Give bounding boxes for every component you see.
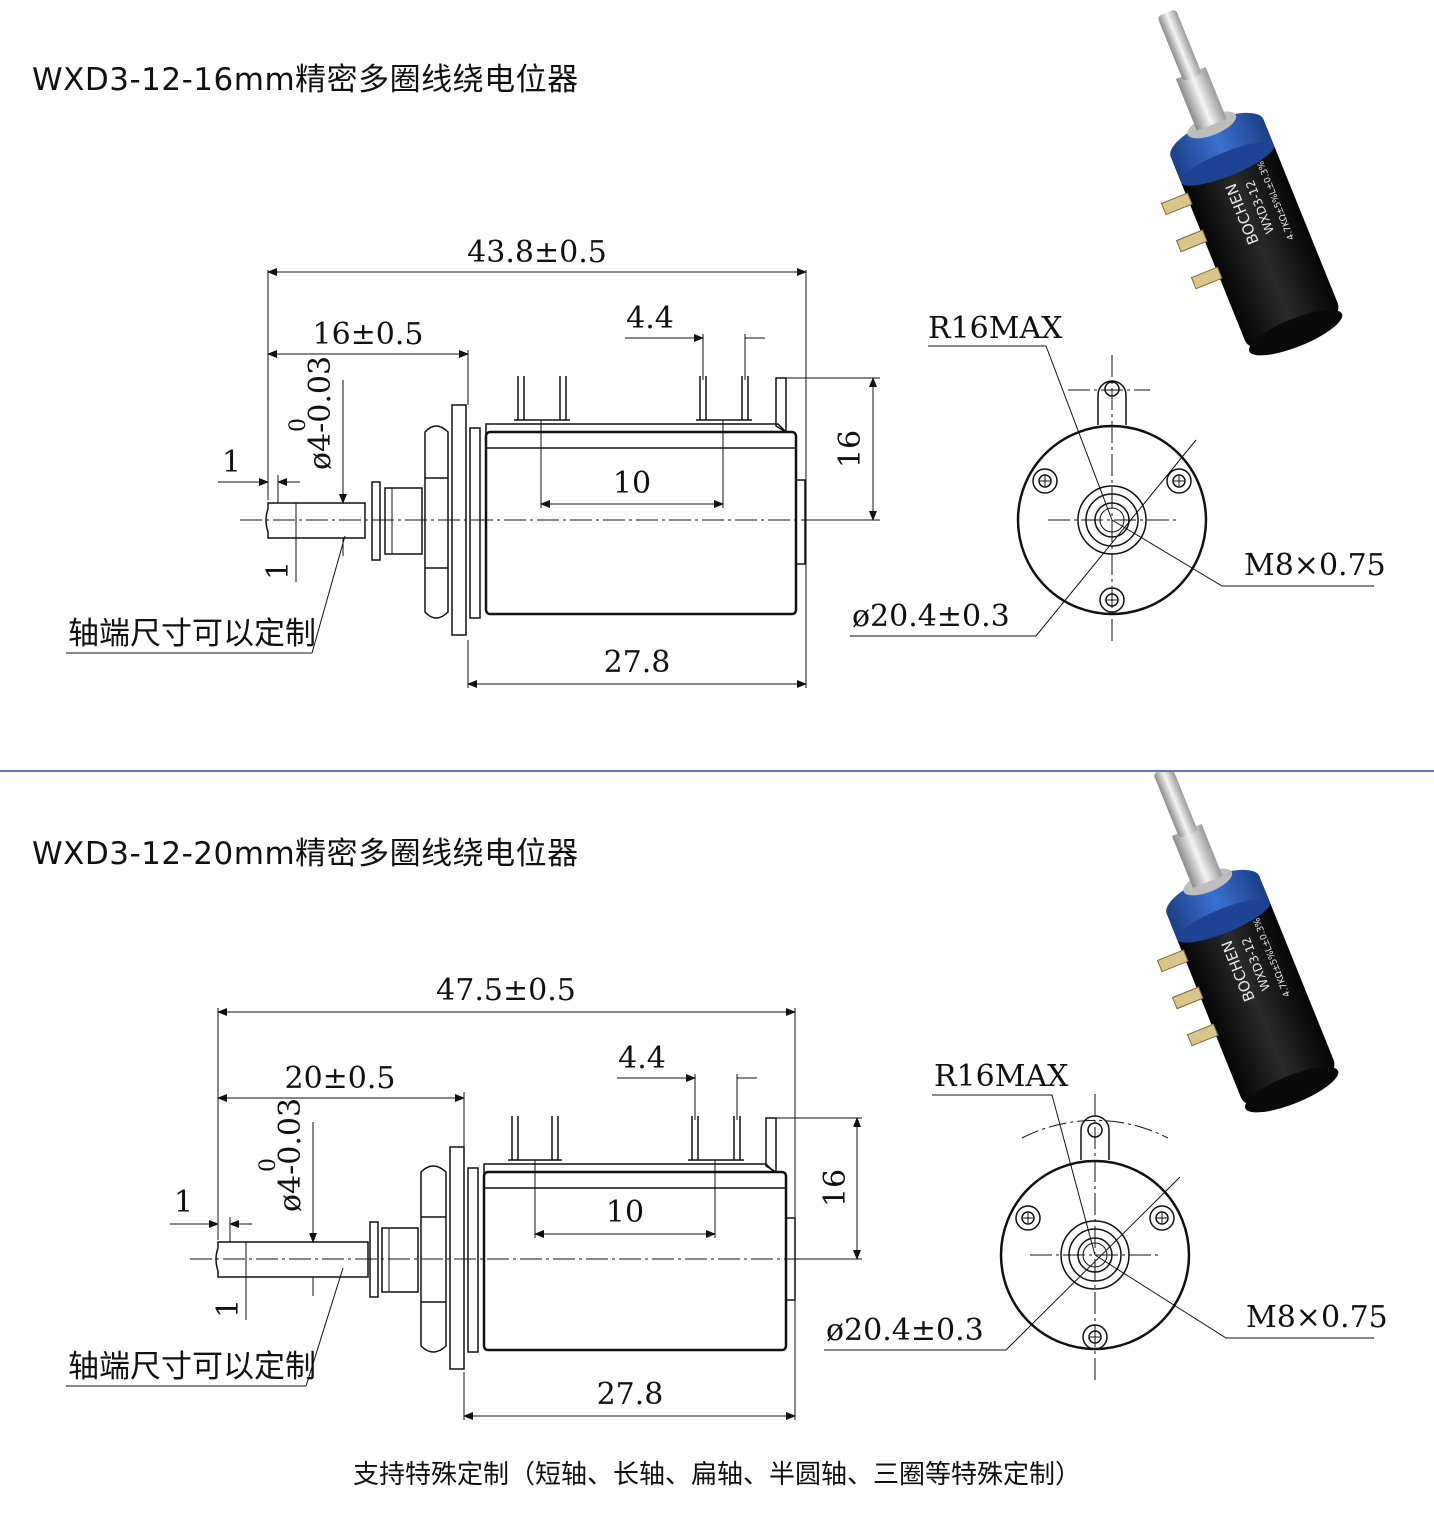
section1-title: WXD3-12-16mm精密多圈线绕电位器 [32, 62, 579, 98]
dim-flat: 1 [174, 1185, 193, 1220]
front-view: R16MAX M8×0.75 ø20.4±0.3 [850, 311, 1386, 645]
dim-tol-upper: 0 [286, 418, 311, 432]
solder-lug [1080, 1115, 1110, 1160]
shaft [215, 1241, 369, 1278]
screw-left [1015, 1205, 1041, 1231]
shaft [265, 502, 366, 539]
bushing [384, 487, 423, 555]
dim-radius: R16MAX [928, 311, 1063, 346]
section2-drawing: 47.5±0.5 20±0.5 4.4 16 10 27.8 ø4-0.03 0… [66, 772, 1388, 1420]
dim-height: 16 [833, 430, 868, 468]
screw-right [1149, 1205, 1175, 1231]
dim-pin-pitch: 10 [613, 466, 651, 501]
screw-bottom [1099, 587, 1125, 613]
customization-footer: 支持特殊定制（短轴、长轴、扁轴、半圆轴、三圈等特殊定制） [352, 1460, 1081, 1490]
hex-nut [420, 1165, 447, 1353]
mounting-plate [451, 404, 467, 636]
dim-thread: M8×0.75 [1244, 548, 1386, 583]
dim-flat-2: 1 [211, 1299, 246, 1318]
front-body-outline [1016, 424, 1208, 616]
dim-flat: 1 [222, 445, 241, 480]
dim-shaft-length: 20±0.5 [284, 1061, 395, 1096]
solder-lug [1097, 380, 1127, 425]
dim-overall: 47.5±0.5 [436, 973, 576, 1008]
terminals-left [508, 1116, 562, 1161]
side-dimensions: 47.5±0.5 20±0.5 4.4 16 10 27.8 ø4-0.03 0… [66, 973, 862, 1420]
front-bushing [1060, 1220, 1130, 1290]
terminals-left [514, 376, 570, 421]
terminals-right [696, 376, 752, 421]
dim-pin-pitch: 10 [606, 1195, 644, 1230]
section1-drawing: 43.8±0.5 16±0.5 4.4 16 10 27.8 ø4-0.03 0… [66, 10, 1386, 688]
dim-thread: M8×0.75 [1246, 1300, 1388, 1335]
side-view [190, 1116, 860, 1370]
dim-radius: R16MAX [934, 1059, 1069, 1094]
side-dimensions: 43.8±0.5 16±0.5 4.4 16 10 27.8 ø4-0.03 0… [66, 235, 880, 688]
dim-flat-2: 1 [261, 561, 296, 580]
screw-left [1032, 468, 1058, 494]
dim-shaft-dia: ø4-0.03 [303, 356, 338, 470]
shaft-custom-note: 轴端尺寸可以定制 [68, 1349, 316, 1385]
dim-height: 16 [818, 1169, 853, 1207]
front-bushing [1077, 485, 1147, 555]
dim-pin-spacing: 4.4 [618, 1041, 666, 1076]
dim-body-length: 27.8 [604, 645, 671, 680]
washer [369, 1221, 379, 1298]
dim-diameter: ø20.4±0.3 [852, 599, 1010, 634]
product-image: BOCHEN WXD3-12 4.7KΩ±5%L±0.3% [1158, 10, 1343, 356]
dim-diameter: ø20.4±0.3 [826, 1313, 984, 1348]
front-view: R16MAX M8×0.75 ø20.4±0.3 [824, 1059, 1388, 1382]
dim-overall: 43.8±0.5 [467, 235, 607, 270]
product-image: BOCHEN WXD3-12 4.7KΩ±5%L±0.3% [1154, 772, 1339, 1113]
section-divider [0, 770, 1434, 772]
screw-bottom [1082, 1324, 1108, 1350]
dim-body-length: 27.8 [597, 1377, 664, 1412]
dim-tol-upper: 0 [256, 1158, 281, 1172]
screw-right [1166, 468, 1192, 494]
section2-title: WXD3-12-20mm精密多圈线绕电位器 [32, 836, 579, 872]
dim-shaft-length: 16±0.5 [312, 317, 423, 352]
washer [371, 481, 381, 561]
shaft-custom-note: 轴端尺寸可以定制 [68, 616, 316, 652]
dim-pin-spacing: 4.4 [626, 301, 674, 336]
terminals-right [688, 1116, 744, 1161]
body [484, 430, 798, 616]
mounting-plate [449, 1146, 465, 1370]
dim-shaft-dia: ø4-0.03 [273, 1098, 308, 1212]
hex-nut [424, 425, 449, 619]
bushing [381, 1227, 419, 1293]
side-view [240, 376, 840, 636]
